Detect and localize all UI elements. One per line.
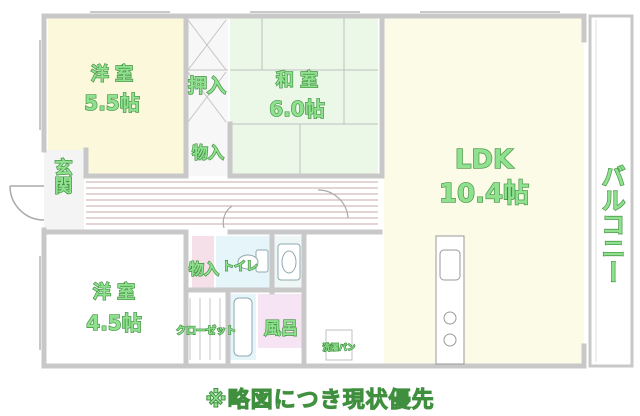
western-room-1-name: 洋 室 [91,63,133,85]
oshiire-cross [186,19,228,123]
oshiire-area [186,18,228,124]
windows [39,11,560,350]
tatami-lines [230,18,378,176]
toilet-label: トイレ [222,259,258,273]
kitchen-counter [435,235,465,365]
footer-note: ※略図につき現状優先 [205,388,435,414]
balcony-label: バルコニー [597,164,625,284]
entrance-floor [44,150,84,230]
corridor-floor [86,176,378,228]
oshiire-label: 押入 [188,74,226,97]
bath-area [258,294,306,348]
storage-1-label: 物入 [192,143,224,162]
storage-2-label: 物入 [189,260,219,278]
bathtub [233,297,253,357]
entrance-label: 玄関 [52,157,73,194]
room2-door [222,205,233,229]
japanese-room-floor [230,18,378,176]
japanese-room-name: 和 室 [276,69,318,91]
washer-label: 洗濯パン [323,342,355,352]
ldk-floor [384,18,584,364]
entrance-door [9,185,45,221]
western-room-2-size: 4.5帖 [86,311,141,335]
closet-label: クローゼット [176,324,236,337]
western-room-1-floor [48,18,184,176]
balcony-frame [588,14,634,368]
western-room-2-floor [46,236,184,364]
washer-pan [325,329,353,361]
toilet-fixture [237,249,269,273]
storage-1-area [186,124,228,176]
japanese-room-size: 6.0帖 [269,97,324,121]
ldk-name: LDK [455,145,514,175]
western-room-2-name: 洋 室 [93,281,135,303]
storage-2-area [192,236,214,288]
washbasin [277,243,301,281]
walls [41,13,587,369]
ldk-size: 10.4帖 [439,179,529,209]
bath-label: 風呂 [264,319,298,339]
corridor-flooring [86,181,378,225]
corridor-door [317,189,349,219]
closet-hangers [189,298,221,360]
balcony-floor [588,18,632,364]
western-room-1-size: 5.5帖 [84,91,139,115]
